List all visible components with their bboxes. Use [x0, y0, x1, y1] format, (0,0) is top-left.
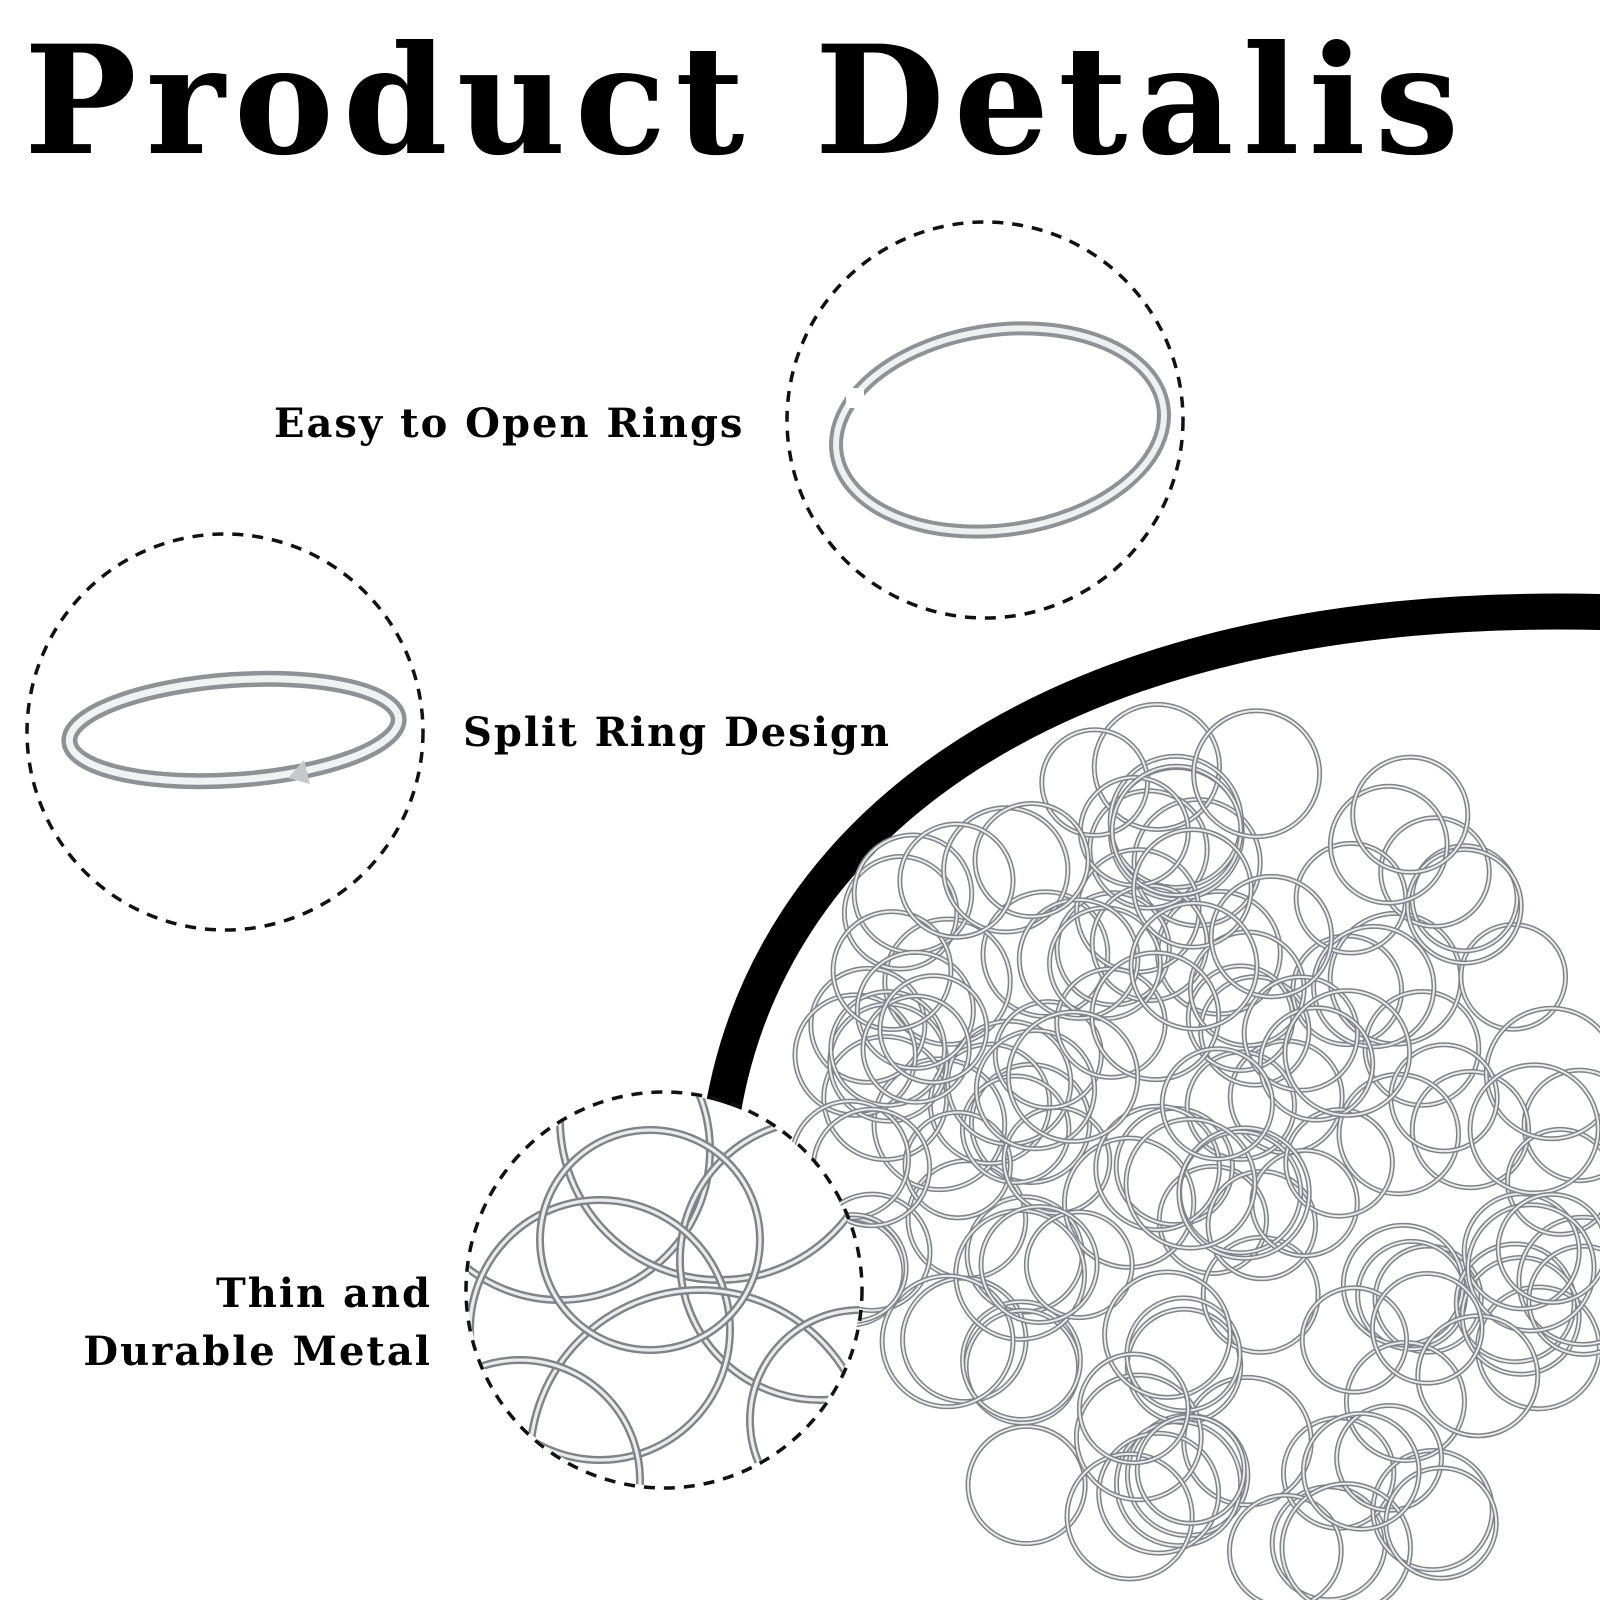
- thin-metal-detail: [464, 1090, 864, 1490]
- page-title: Product Detalis: [24, 13, 1469, 189]
- feature-label-thin-line2: Durable Metal: [83, 1328, 432, 1375]
- dashed-circle-frame: [25, 532, 425, 932]
- black-arc: [702, 593, 1600, 1148]
- feature-label-thin: Thin and Durable Metal: [83, 1265, 432, 1381]
- feature-label-thin-line1: Thin and: [215, 1270, 432, 1317]
- jump-ring-pile-image: [789, 701, 1600, 1600]
- open-ring-detail: [785, 220, 1185, 620]
- feature-label-split: Split Ring Design: [463, 709, 891, 756]
- dashed-circle-frame: [464, 1090, 864, 1490]
- split-ring-detail: [25, 532, 425, 932]
- closeup-rings-image: [468, 1094, 860, 1486]
- feature-label-open: Easy to Open Rings: [274, 400, 745, 447]
